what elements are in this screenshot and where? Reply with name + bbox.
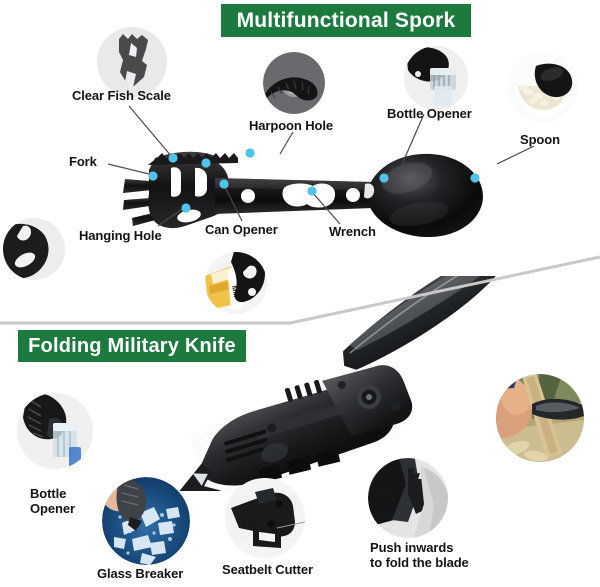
shattered-glass-icon: [102, 477, 190, 565]
thumb-stud-icon: [368, 458, 448, 538]
section-divider: [0, 255, 600, 325]
hanging-hole-bubble: [3, 218, 65, 280]
callout-label-harpoon-hole: Harpoon Hole: [249, 118, 334, 133]
knife-bottle-opener-bubble: [17, 393, 93, 469]
callout-label-fork: Fork: [69, 154, 97, 169]
can-opener-bubble: MM: [205, 252, 267, 314]
bottle-cap-icon: [404, 46, 468, 110]
serrated-edge-icon: [97, 27, 167, 97]
harpoon-hole-bubble: [263, 52, 325, 114]
callout-label-clear-fish-scale: Clear Fish Scale: [72, 88, 171, 103]
callout-label-hanging-hole: Hanging Hole: [79, 228, 162, 243]
callout-label-bottle-opener: Bottle Opener: [387, 106, 472, 121]
callout-label-knife-bottle-opener: Bottle Opener: [30, 486, 75, 517]
bottle-opener-bubble: [404, 46, 468, 110]
spoon-bubble: [508, 52, 578, 122]
seatbelt-cutter-bubble: [225, 478, 305, 558]
callout-label-glass-breaker: Glass Breaker: [97, 566, 184, 581]
open-can-icon: MM: [205, 252, 267, 314]
callout-label-spoon: Spoon: [520, 132, 560, 147]
rice-bowl-icon: [508, 52, 578, 122]
callout-label-fold-blade: Push inwards to fold the blade: [370, 540, 469, 571]
callout-label-wrench: Wrench: [329, 224, 376, 239]
bottle-opener-photo-icon: [17, 393, 93, 469]
hook-blade-icon: [225, 478, 305, 558]
section-banner-spork: Multifunctional Spork: [221, 4, 471, 37]
section-banner-knife: Folding Military Knife: [18, 330, 246, 362]
callout-label-can-opener: Can Opener: [205, 222, 278, 237]
wood-carving-bubble: [496, 374, 584, 462]
banner-knife-label: Folding Military Knife: [28, 334, 236, 357]
paracord-hole-icon: [263, 52, 325, 114]
folding-knife-product-image: [174, 276, 522, 491]
fish-scale-bubble: [97, 27, 167, 97]
glass-breaker-bubble: [102, 477, 190, 565]
callout-label-seatbelt-cutter: Seatbelt Cutter: [222, 562, 313, 577]
hanging-hole-icon: [3, 218, 65, 280]
fold-blade-bubble: [368, 458, 448, 538]
banner-spork-label: Multifunctional Spork: [236, 8, 456, 32]
spork-product-image: [123, 151, 483, 238]
wood-carving-photo-icon: [496, 374, 584, 462]
svg-text:MM: MM: [230, 285, 239, 298]
